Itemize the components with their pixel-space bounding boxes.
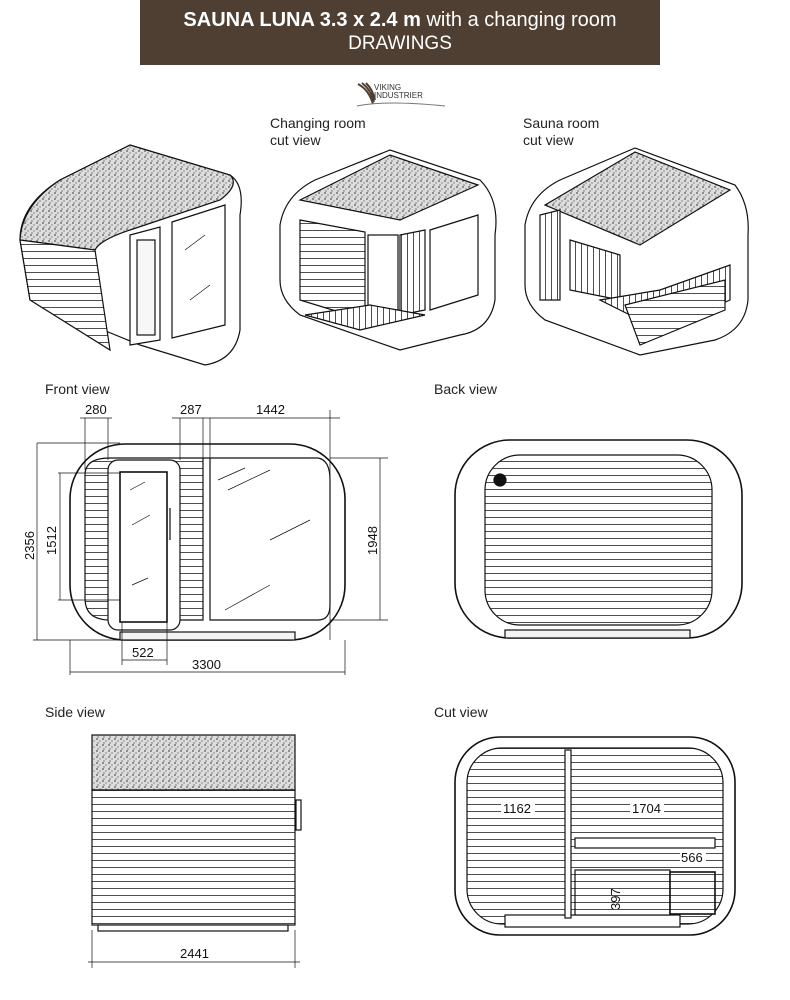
front-view-drawing: [69, 443, 346, 641]
dim-1162: 1162: [503, 801, 531, 816]
title-rest: with a changing room: [420, 9, 617, 31]
viking-logo: VIKING INDUSTRIER: [355, 82, 455, 112]
cut-view-label: Cut view: [434, 704, 488, 720]
changing-room-cut-label: Changing room cut view: [270, 115, 366, 149]
logo-line2: INDUSTRIER: [374, 91, 423, 100]
side-view-label: Side view: [45, 704, 105, 720]
label-line: cut view: [523, 132, 574, 148]
dim-280: 280: [85, 402, 107, 417]
dim-1512: 1512: [44, 526, 59, 555]
dim-1948: 1948: [365, 526, 380, 555]
sauna-room-cut-label: Sauna room cut view: [523, 115, 599, 149]
front-view-label: Front view: [45, 381, 110, 397]
label-line: Sauna room: [523, 115, 600, 131]
dim-2441: 2441: [180, 946, 209, 961]
iso-exterior-drawing: [19, 144, 242, 366]
subtitle: DRAWINGS: [348, 33, 452, 54]
front-view-dimensions: [33, 410, 388, 675]
dimension-labels: 280 287 1442 2356 1512 1948 522 3300 244…: [22, 402, 706, 961]
back-view-drawing: [454, 439, 743, 639]
title-banner: SAUNA LUNA 3.3 x 2.4 m with a changing r…: [140, 0, 660, 65]
label-line: cut view: [270, 132, 321, 148]
dim-2356: 2356: [22, 531, 37, 560]
side-view-drawing: [88, 734, 302, 968]
cut-view-drawing: [454, 736, 736, 936]
logo-line1: VIKING: [374, 83, 402, 92]
dim-566: 566: [681, 850, 703, 865]
back-view-label: Back view: [434, 381, 498, 397]
logo-mark-icon: [356, 82, 446, 107]
dim-522: 522: [132, 645, 154, 660]
iso-sauna-room-drawing: [524, 147, 749, 356]
iso-changing-room-drawing: [279, 149, 497, 351]
dim-287: 287: [180, 402, 202, 417]
dim-397: 397: [608, 888, 623, 910]
dim-1442: 1442: [256, 402, 285, 417]
label-line: Changing room: [270, 115, 366, 131]
title-bold: SAUNA LUNA 3.3 x 2.4 m: [183, 9, 421, 31]
dim-3300: 3300: [192, 657, 221, 672]
dim-1704: 1704: [632, 801, 661, 816]
